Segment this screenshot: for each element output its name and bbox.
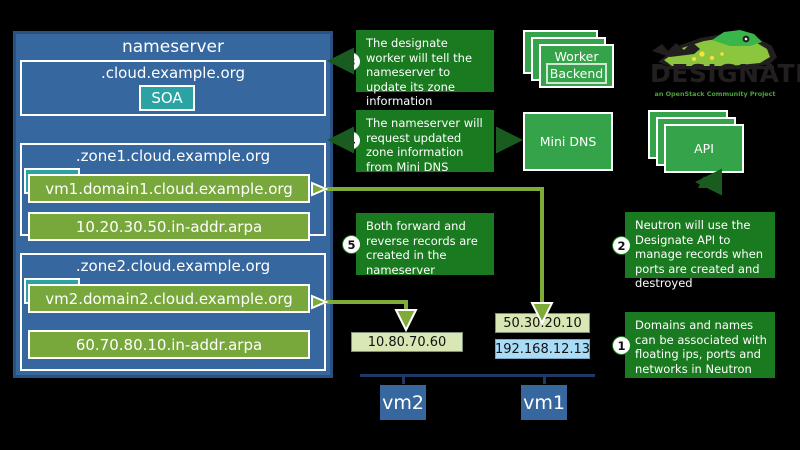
callout-1: Domains and names can be associated with… bbox=[625, 312, 775, 378]
callout-5-badge: 5 bbox=[342, 235, 361, 254]
zone2-label: .zone2.cloud.example.org bbox=[75, 257, 271, 275]
record-vm2-forward: vm2.domain2.cloud.example.org bbox=[28, 284, 310, 313]
network-port-vm2 bbox=[402, 374, 405, 384]
worker-label: Worker bbox=[554, 49, 599, 64]
zone1-label: .zone1.cloud.example.org bbox=[75, 147, 271, 165]
record-vm2-reverse: 60.70.80.10.in-addr.arpa bbox=[28, 330, 310, 359]
callout-1-badge: 1 bbox=[612, 336, 631, 355]
vm1-box: vm1 bbox=[521, 385, 567, 420]
callout-3-badge: 3 bbox=[342, 52, 361, 71]
zone-root-label: .cloud.example.org bbox=[100, 64, 246, 82]
designate-tagline: an OpenStack Community Project bbox=[654, 90, 776, 98]
record-vm1-reverse: 10.20.30.50.in-addr.arpa bbox=[28, 212, 310, 241]
arrow-to-api bbox=[695, 168, 722, 196]
soa-record-badge: SOA bbox=[139, 85, 195, 111]
callout-2-badge: 2 bbox=[612, 236, 631, 255]
record-vm1-forward: vm1.domain1.cloud.example.org bbox=[28, 174, 310, 203]
callout-4-badge: 4 bbox=[342, 131, 361, 150]
callout-2: Neutron will use the Designate API to ma… bbox=[625, 212, 775, 290]
mini-dns-box: Mini DNS bbox=[523, 112, 613, 171]
designate-wordmark: DESIGNATE bbox=[650, 59, 800, 88]
vm2-floating-ip-chip: 10.80.70.60 bbox=[351, 332, 463, 352]
api-box: API bbox=[664, 124, 744, 173]
vm1-fixed-ip-chip: 192.168.12.13 bbox=[495, 339, 590, 359]
nameserver-title: nameserver bbox=[121, 37, 225, 57]
vm2-box: vm2 bbox=[380, 385, 426, 420]
callout-5: Both forward and reverse records are cre… bbox=[356, 213, 494, 277]
network-line bbox=[360, 374, 595, 377]
vm1-floating-ip-chip: 50.30.20.10 bbox=[495, 313, 590, 333]
network-port-vm1 bbox=[543, 374, 546, 384]
callout-4: The nameserver will request updated zone… bbox=[356, 110, 494, 174]
callout-3: The designate worker will tell the names… bbox=[356, 30, 494, 108]
backend-box: Backend bbox=[546, 63, 607, 84]
